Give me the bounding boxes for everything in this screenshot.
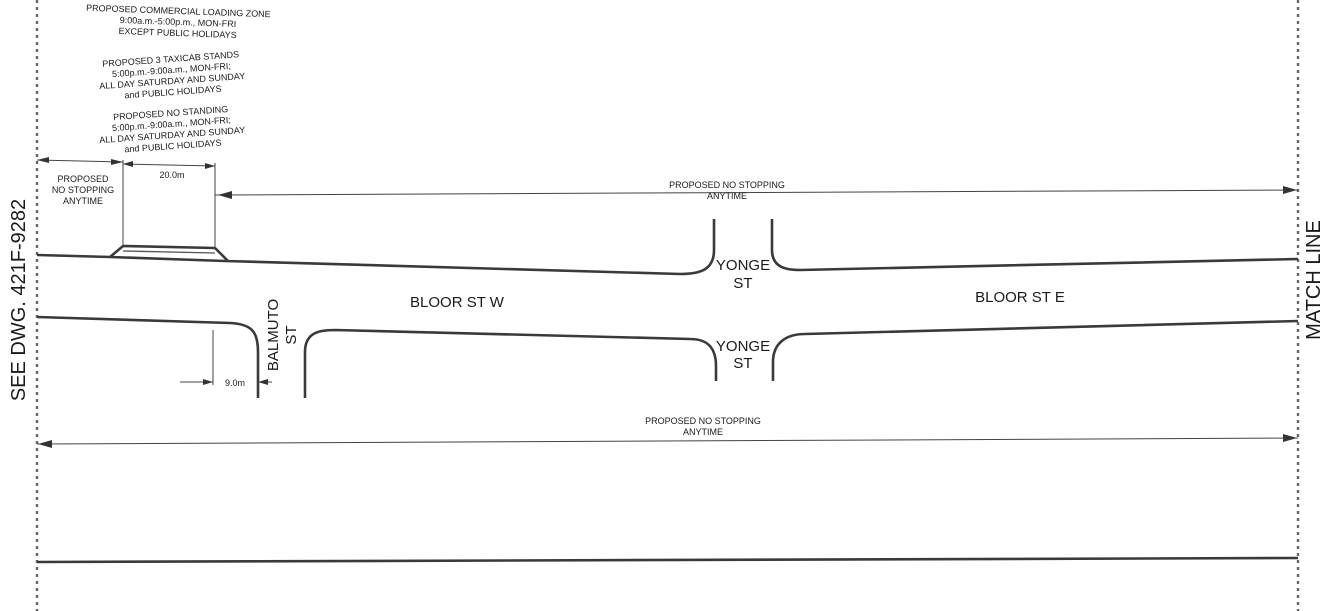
left-no-stopping-line [36,159,124,163]
south-no-stopping-line1: PROPOSED NO STOPPING [645,416,761,426]
left-no-stopping-arrow-end [111,159,123,165]
taxicab-note: PROPOSED 3 TAXICAB STANDS 5:00p.m.-9:00a… [99,49,246,100]
yonge-north-label-line1: YONGE [716,257,770,274]
balmuto-arrow-right [258,379,268,385]
balmuto-label-line1: BALMUTO [265,299,282,371]
south-boundary-line [36,556,1299,564]
south-no-stopping-arrow-start [38,440,52,448]
left-no-stopping-line3: ANYTIME [63,196,103,206]
balmuto-label-line2: ST [283,325,300,344]
loading-zone-note-line2: 9:00a.m.-5:00p.m., MON-FRI [120,15,237,29]
left-no-stopping-line1: PROPOSED [57,174,109,184]
left-reference-label: SEE DWG. 421F-9282 [8,199,30,401]
loading-zone-bay-inner [122,250,216,254]
south-no-stopping-line [36,437,1299,445]
north-curb-east [770,219,1299,272]
zone-dimension-line [122,163,216,167]
loading-zone-bay [109,244,229,262]
zone-arrow-right [205,163,215,169]
left-no-stopping-line2: NO STOPPING [52,185,114,195]
south-curb-east [771,319,1299,381]
balmuto-arrow-left [203,379,213,385]
left-no-stopping-note: PROPOSED NO STOPPING ANYTIME [52,174,114,206]
yonge-south-label-line2: ST [733,355,752,372]
south-no-stopping-line2: ANYTIME [683,427,723,437]
loading-zone-note: PROPOSED COMMERCIAL LOADING ZONE 9:00a.m… [86,3,271,40]
zone-arrow-left [123,161,133,167]
north-no-stopping-note: PROPOSED NO STOPPING ANYTIME [669,180,785,201]
bloor-west-label: BLOOR ST W [410,294,505,311]
zone-length-label: 20.0m [159,170,184,180]
south-no-stopping-arrow-end [1283,434,1297,442]
north-curb-west [36,219,716,276]
north-no-stopping-line [214,189,1299,196]
left-no-stopping-arrow-start [37,157,49,163]
south-curb-middle [303,328,718,398]
north-no-stopping-arrow-start [218,191,232,199]
balmuto-offset-label: 9.0m [225,378,245,388]
yonge-south-label-line1: YONGE [716,338,770,355]
north-no-stopping-line1: PROPOSED NO STOPPING [669,180,785,190]
yonge-north-label-line2: ST [733,275,752,292]
south-curb-west [36,315,260,398]
bloor-east-label: BLOOR ST E [975,289,1065,306]
north-no-stopping-arrow-end [1283,186,1297,194]
south-no-stopping-note: PROPOSED NO STOPPING ANYTIME [645,416,761,437]
loading-zone-note-line3: EXCEPT PUBLIC HOLIDAYS [118,26,236,40]
no-standing-note: PROPOSED NO STANDING 5:00p.m.-9:00a.m., … [99,104,246,154]
north-no-stopping-line2: ANYTIME [707,191,747,201]
right-reference-label: MATCH LINE [1303,220,1325,340]
